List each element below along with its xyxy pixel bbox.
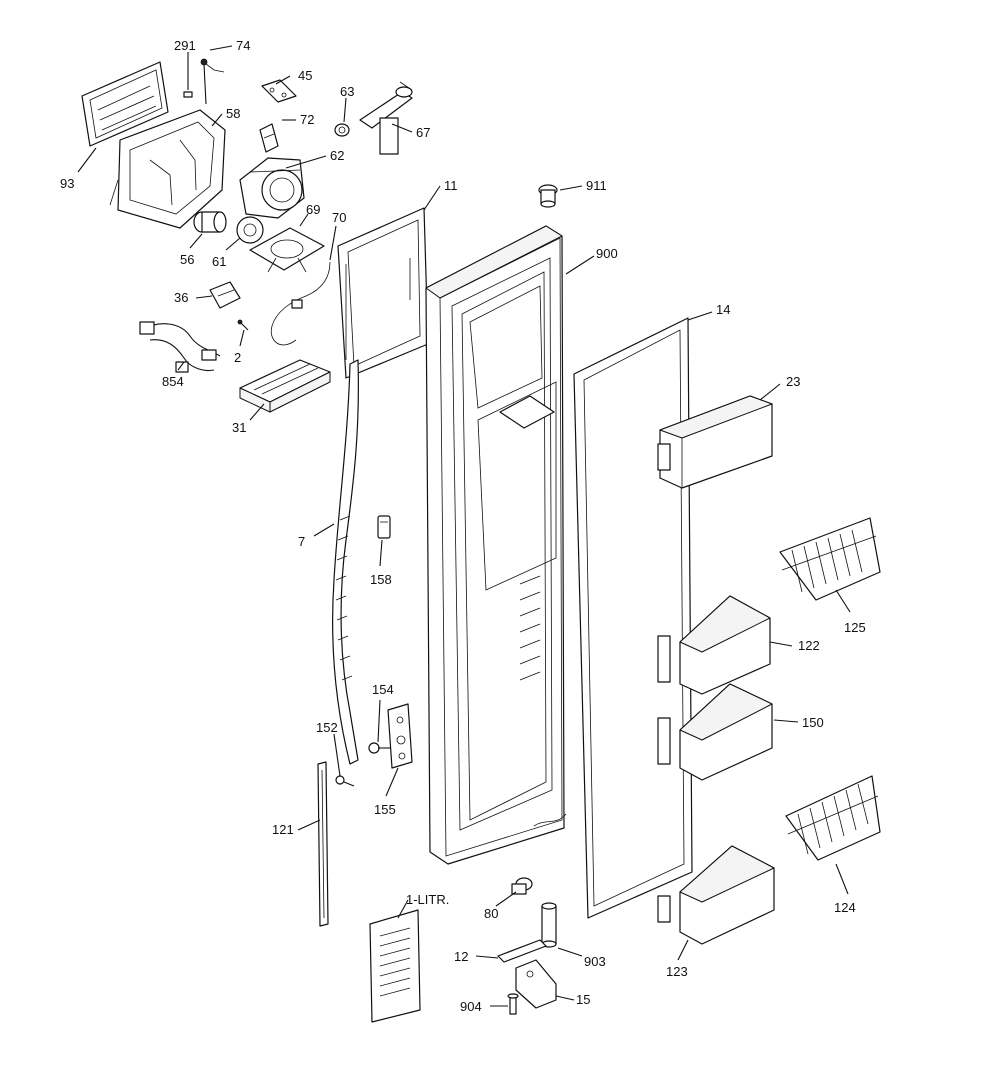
- callout-158: 158: [370, 572, 392, 587]
- callout-80: 80: [484, 906, 498, 921]
- callout-14: 14: [716, 302, 730, 317]
- callout-150: 150: [802, 715, 824, 730]
- callout-93: 93: [60, 176, 74, 191]
- callout-122: 122: [798, 638, 820, 653]
- part-904-screw: [507, 993, 519, 1015]
- part-158-plug: [377, 515, 391, 539]
- part-14-gasket: [573, 317, 693, 919]
- part-15-bottom-hinge: [515, 959, 557, 1009]
- part-123-door-bin: [657, 845, 775, 945]
- callout-904: 904: [460, 999, 482, 1014]
- part-854-harness: [139, 321, 221, 373]
- callout-23: 23: [786, 374, 800, 389]
- callout-854: 854: [162, 374, 184, 389]
- part-56-fitting: [193, 211, 227, 233]
- part-121-strip: [317, 761, 329, 927]
- callout-152: 152: [316, 720, 338, 735]
- part-150-door-bin: [657, 683, 773, 781]
- callout-11: 11: [444, 178, 458, 193]
- callout-62: 62: [330, 148, 344, 163]
- part-11-recess-frame: [337, 207, 429, 379]
- part-1-litr-literature: [369, 909, 421, 1023]
- part-62-motor: [239, 157, 305, 219]
- callout-12: 12: [454, 949, 468, 964]
- part-74-wire: [200, 58, 225, 105]
- part-63-coupler: [334, 123, 350, 137]
- callout-45: 45: [298, 68, 312, 83]
- callout-31: 31: [232, 420, 246, 435]
- callout-74: 74: [236, 38, 250, 53]
- callout-56: 56: [180, 252, 194, 267]
- part-12-bracket: [497, 939, 547, 963]
- callout-70: 70: [332, 210, 346, 225]
- callout-125: 125: [844, 620, 866, 635]
- callout-2: 2: [234, 350, 241, 365]
- callout-903: 903: [584, 954, 606, 969]
- callout-124: 124: [834, 900, 856, 915]
- callout-155: 155: [374, 802, 396, 817]
- part-124-wire-basket: [785, 775, 881, 861]
- part-2-screw: [237, 319, 249, 331]
- callout-121: 121: [272, 822, 294, 837]
- part-911-cap: [538, 184, 558, 208]
- part-23-door-bin: [657, 395, 773, 489]
- part-45-bracket: [261, 79, 297, 103]
- part-67-solenoid-bracket: [359, 81, 413, 155]
- callout-61: 61: [212, 254, 226, 269]
- leader-lines: [77, 45, 851, 1007]
- part-154-screw: [368, 742, 390, 754]
- part-61-gear: [236, 216, 264, 244]
- part-31-drip-tray: [239, 359, 331, 413]
- part-7-trim-strip: [331, 359, 359, 765]
- callout-67: 67: [416, 125, 430, 140]
- part-291-screw: [183, 91, 193, 98]
- callout-123: 123: [666, 964, 688, 979]
- callout-900: 900: [596, 246, 618, 261]
- part-80-fitting: [511, 877, 533, 895]
- callout-1-litr: 1-LITR.: [406, 892, 449, 907]
- callout-69: 69: [306, 202, 320, 217]
- callout-63: 63: [340, 84, 354, 99]
- part-155-hinge: [387, 703, 413, 769]
- part-72-clip: [259, 123, 279, 153]
- callout-291: 291: [174, 38, 196, 53]
- part-152-screw: [335, 775, 355, 787]
- part-69-plate: [249, 227, 325, 273]
- part-58-dispenser-housing: [109, 109, 226, 229]
- callout-58: 58: [226, 106, 240, 121]
- callout-36: 36: [174, 290, 188, 305]
- part-903-pin: [541, 902, 557, 948]
- callout-72: 72: [300, 112, 314, 127]
- part-900-door: [425, 225, 567, 865]
- part-70-wire: [270, 261, 331, 346]
- part-93-control-panel: [81, 61, 169, 147]
- callout-911: 911: [586, 178, 607, 193]
- callout-7: 7: [298, 534, 305, 549]
- part-36-switch: [209, 281, 241, 309]
- part-122-door-bin: [657, 595, 771, 695]
- callout-154: 154: [372, 682, 394, 697]
- callout-15: 15: [576, 992, 590, 1007]
- part-125-wire-basket: [779, 517, 881, 601]
